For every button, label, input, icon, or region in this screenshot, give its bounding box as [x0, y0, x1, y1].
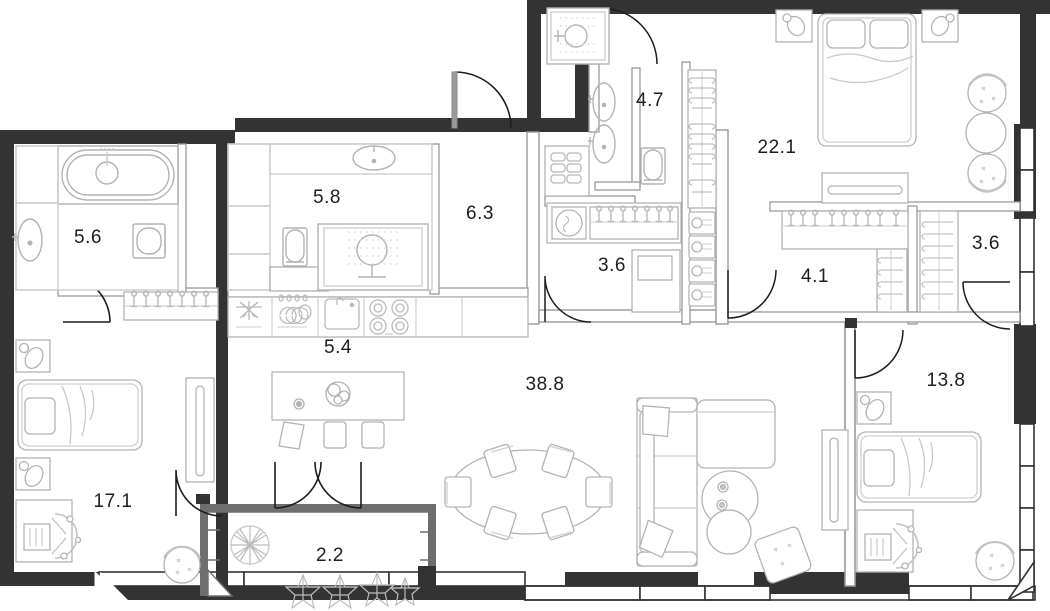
- toilet-icon: [282, 227, 308, 267]
- room-area-laundry: 3.6: [598, 255, 626, 276]
- sink-icon: [588, 124, 616, 164]
- room-area-closet-small: 3.6: [972, 233, 1000, 254]
- bedroom-right-furniture: [821, 391, 1015, 581]
- sink-icon: [352, 145, 396, 171]
- room-area-bedroom-right: 13.8: [926, 370, 966, 391]
- shoe-rack-icon: [550, 152, 582, 184]
- room-area-living-room: 38.8: [525, 374, 565, 395]
- entry-hall-furniture: [544, 145, 590, 197]
- shelf-unit-icon: [919, 210, 959, 313]
- cooktop-stove-icon: [369, 299, 409, 335]
- central-closet: [687, 69, 717, 307]
- oval-dining-table-icon: [449, 449, 607, 535]
- round-rug-icon: [163, 545, 201, 584]
- sectional-sofa-icon: [636, 397, 776, 567]
- room-area-kitchen: 5.4: [324, 337, 352, 358]
- kitchen-sink-icon: [324, 297, 360, 330]
- single-bed-icon: [17, 379, 143, 451]
- room-area-entry-hall: 6.3: [466, 203, 494, 224]
- wardrobe-left-bedroom: [123, 290, 219, 321]
- kitchen-island: [271, 371, 405, 450]
- dishwasher-icon: [277, 294, 312, 328]
- toilet-icon: [132, 223, 166, 259]
- potted-plant-icon: [284, 573, 322, 610]
- room-area-bedroom-master: 22.1: [757, 137, 797, 158]
- sink-icon: [12, 218, 43, 262]
- armchair-icon: [967, 73, 1008, 113]
- bar-stool: [278, 421, 385, 450]
- wall-tv-icon: [821, 172, 909, 204]
- cooktop-icon: [325, 381, 351, 407]
- room-area-balcony: 2.2: [316, 545, 344, 566]
- single-bed-icon: [856, 431, 982, 503]
- pillow-icon: [638, 404, 674, 559]
- laundry-fixtures: [546, 202, 682, 313]
- wall-tv-left-bedroom: [185, 377, 215, 483]
- nightstand-lamp-icon: [856, 391, 892, 425]
- bathroom-guest-fixtures: [227, 143, 433, 292]
- round-rug-icon: [965, 112, 1007, 154]
- bedroom-left-furniture: [15, 339, 201, 584]
- bathroom-master-fixtures: [12, 145, 179, 291]
- chair-icon: [864, 523, 923, 570]
- round-rug-icon: [975, 540, 1015, 581]
- nightstand-lamp-icon: [775, 9, 813, 43]
- chair-icon: [23, 513, 82, 560]
- shower-cabin-icon: [546, 7, 610, 65]
- nightstand-lamp-icon: [921, 9, 959, 43]
- armchair-icon: [967, 153, 1008, 193]
- room-area-bathroom-master: 5.6: [74, 227, 102, 248]
- double-bed-icon: [817, 13, 917, 147]
- nightstand-lamp-icon: [15, 339, 51, 373]
- washing-machine-icon: [551, 206, 587, 240]
- storage-box: [688, 211, 716, 307]
- coffee-table-icon: [701, 470, 759, 555]
- walk-in-closet-furniture: [781, 209, 959, 313]
- bedroom-master-furniture: [775, 9, 1008, 204]
- living-room-furniture: [444, 397, 812, 584]
- potted-plant-icon: [230, 525, 270, 565]
- refrigerator-icon: [236, 301, 262, 328]
- room-area-bathroom-guest: 5.8: [313, 187, 341, 208]
- sink-icon: [588, 82, 616, 122]
- dining-chair-icon: [444, 443, 613, 541]
- potted-plant-icon: [389, 576, 421, 607]
- kitchen-counter: [227, 294, 529, 338]
- bathroom-suite-fixtures: [546, 7, 666, 185]
- potted-plant-icon: [358, 571, 396, 608]
- armchair-icon: [754, 526, 812, 584]
- wall-tv-icon: [821, 429, 849, 531]
- shower-cabin-icon: [317, 223, 429, 291]
- balcony-plants: [230, 525, 421, 610]
- potted-plant-icon: [321, 573, 359, 610]
- room-area-bathroom-suite: 4.7: [636, 90, 664, 111]
- wardrobe-hangers-icon: [589, 205, 679, 240]
- shelf-unit-icon: [876, 248, 908, 313]
- toilet-icon: [640, 147, 666, 185]
- room-area-walk-in-closet: 4.1: [801, 266, 829, 287]
- nightstand-lamp-icon: [15, 457, 51, 491]
- room-area-bedroom-left: 17.1: [93, 491, 133, 512]
